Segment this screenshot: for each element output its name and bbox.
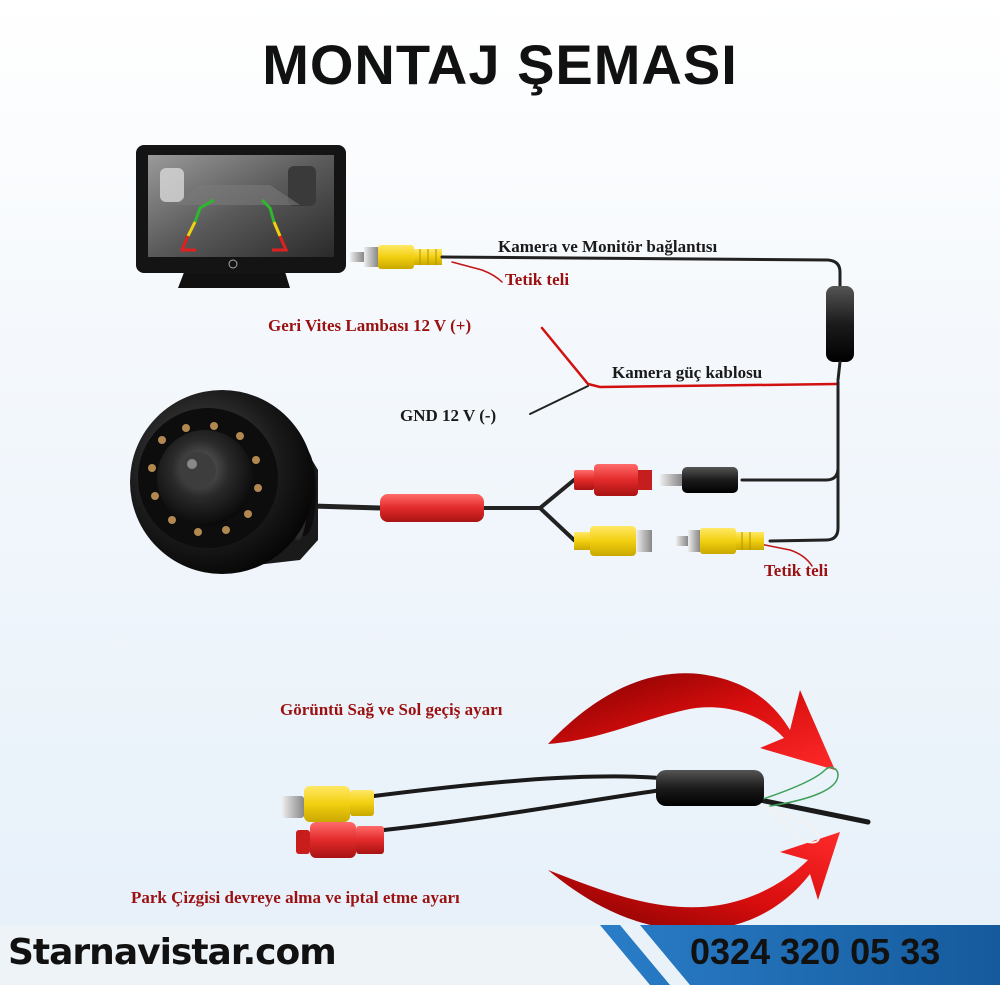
phone-number[interactable]: 0324 320 05 33 (690, 931, 941, 972)
mirror-setting-label: Görüntü Sağ ve Sol geçiş ayarı (280, 700, 503, 719)
camera-illustration (130, 390, 318, 574)
monitor-video-rca-bottom (676, 528, 764, 554)
trigger-wire-top-label: Tetik teli (505, 270, 570, 289)
park-lines-setting-label: Park Çizgisi devreye alma ve iptal etme … (131, 888, 460, 907)
settings-inline-box (656, 770, 764, 806)
camera-power-connector (574, 464, 652, 496)
camera-power-cable-label: Kamera güç kablosu (612, 363, 763, 382)
page-title: MONTAJ ŞEMASI (262, 33, 738, 96)
cabling (309, 255, 854, 567)
brand-website[interactable]: Starnavistar.com (8, 932, 337, 973)
reverse-light-label: Geri Vites Lambası 12 V (+) (268, 316, 472, 335)
monitor-rca-connector (350, 245, 442, 269)
bottom-curved-arrow-icon (548, 832, 840, 931)
power-plug-connector (660, 467, 738, 493)
camera-monitor-connection-label: Kamera ve Monitör bağlantısı (498, 237, 718, 256)
gnd-label: GND 12 V (-) (400, 406, 497, 425)
camera-video-rca (574, 526, 652, 556)
settings-cable-illustration (372, 766, 871, 844)
top-curved-arrow-icon (548, 673, 835, 770)
settings-yellow-rca (282, 786, 374, 822)
monitor-illustration (136, 145, 346, 288)
trigger-wire-bottom-label: Tetik teli (764, 561, 829, 580)
camera-cable-sleeve (380, 494, 484, 522)
footer-banner (0, 925, 1000, 985)
settings-red-connector (296, 822, 384, 858)
